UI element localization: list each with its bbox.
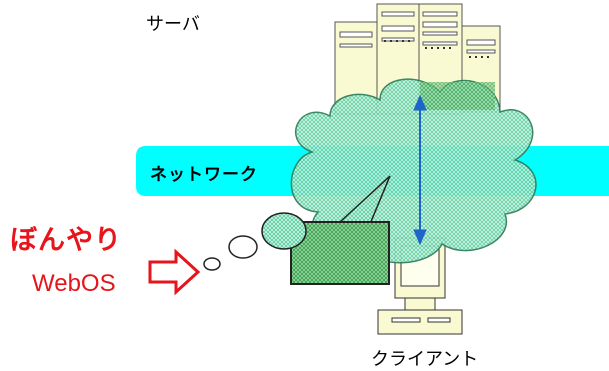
- hollow-right-arrow-icon: [148, 248, 201, 296]
- server-label: サーバ: [146, 14, 200, 35]
- thought-bubble-icon: [203, 175, 391, 285]
- double-arrow-icon: [413, 94, 427, 246]
- webos-title: WebOS: [32, 270, 116, 297]
- bonyari-title: ぼんやり: [10, 225, 122, 256]
- server-dots: [384, 40, 489, 58]
- network-label: ネットワーク: [150, 165, 258, 185]
- client-label: クライアント: [371, 349, 479, 370]
